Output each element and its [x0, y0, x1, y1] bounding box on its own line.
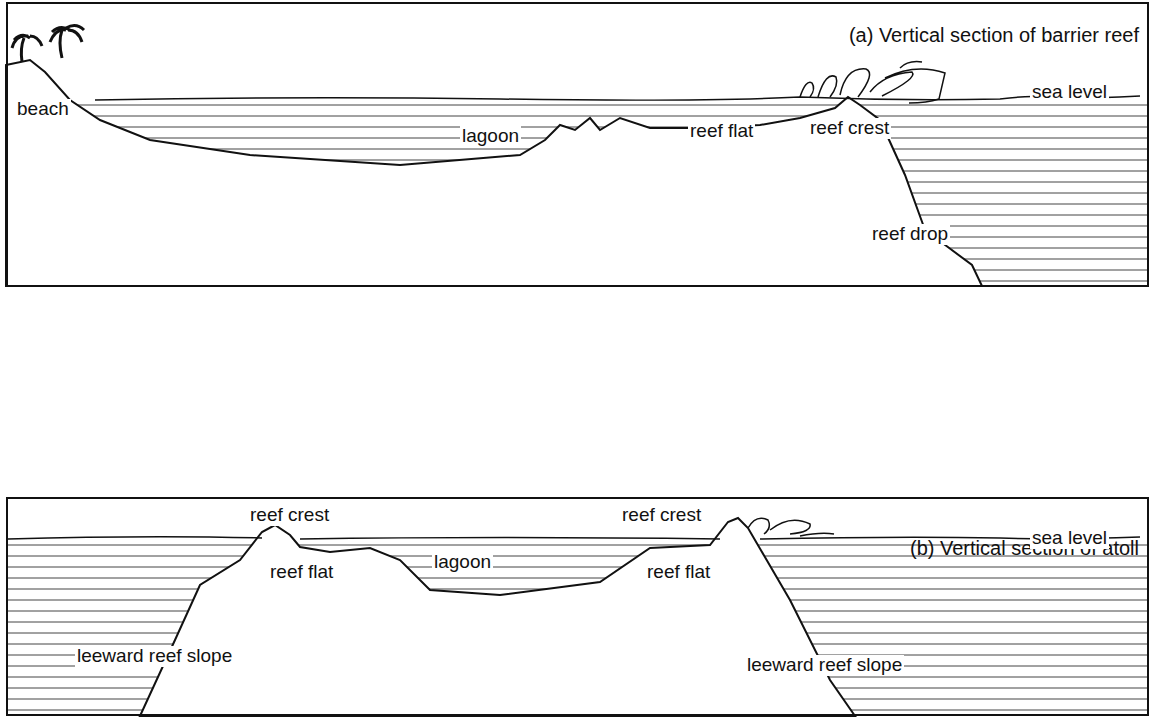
part-label: lagoon — [460, 126, 521, 147]
part-label: beach — [15, 99, 71, 120]
breaking-waves — [800, 62, 945, 103]
part-label: reef drop — [870, 224, 950, 245]
panel-frame: (b) Vertical section of atoll — [6, 497, 1149, 716]
part-label: reef flat — [688, 121, 755, 142]
part-label: sea level — [1030, 82, 1109, 103]
part-label: reef flat — [645, 562, 712, 583]
part-label: reef crest — [808, 118, 891, 139]
palm-trees — [12, 25, 84, 62]
part-label: leeward reef slope — [75, 646, 234, 667]
part-label: lagoon — [432, 552, 493, 573]
breaking-waves — [748, 518, 834, 536]
panel-frame: (a) Vertical section of barrier reef — [6, 2, 1149, 287]
part-label: reef crest — [620, 505, 703, 526]
sea-surface — [95, 96, 1140, 100]
part-label: leeward reef slope — [745, 655, 904, 676]
part-label: sea level — [1030, 528, 1109, 549]
panel-title: (a) Vertical section of barrier reef — [849, 24, 1139, 47]
seabed-profile — [6, 60, 982, 286]
part-label: reef flat — [268, 562, 335, 583]
part-label: reef crest — [248, 505, 331, 526]
atoll-profile — [140, 518, 855, 716]
